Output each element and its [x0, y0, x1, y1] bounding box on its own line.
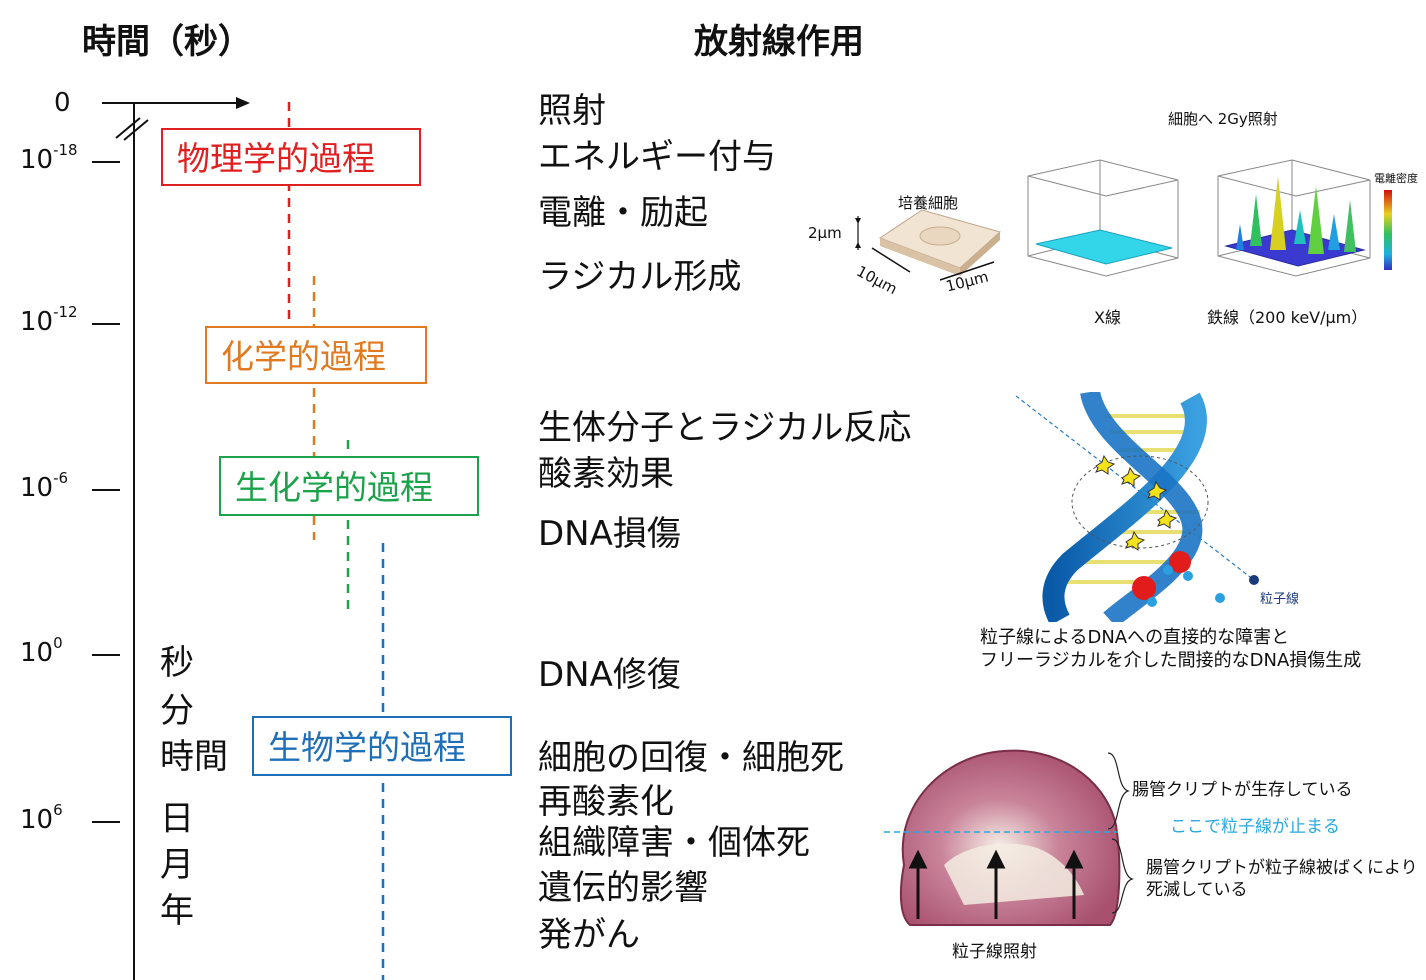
effect-irradiation: 照射 — [538, 91, 606, 131]
tick-label-1e-18: 10-18 — [20, 141, 78, 175]
fig1-title: 細胞へ 2Gy照射 — [1168, 110, 1278, 128]
unit-year: 年 — [160, 891, 194, 931]
physical-process-box: 物理学的過程 — [161, 128, 421, 186]
dna-caption-line1: 粒子線によるDNAへの直接的な障害と — [980, 627, 1290, 648]
fig1-xray-label: X線 — [1094, 308, 1121, 327]
fig1-height-label: 2μm — [808, 224, 842, 242]
unit-minute: 分 — [160, 691, 194, 731]
particle-label: 粒子線 — [1260, 592, 1300, 607]
dna-caption-line2: フリーラジカルを介した間接的なDNA損傷生成 — [980, 650, 1362, 671]
hydrogen-atom — [1163, 565, 1173, 575]
unit-hour: 時間 — [160, 737, 228, 777]
tick-label-zero: 0 — [54, 88, 71, 118]
dna-strand-front — [1042, 392, 1207, 622]
dead-label-2: 死滅している — [1146, 880, 1248, 900]
zero-arrow-head — [236, 97, 250, 109]
dna-figure — [1015, 392, 1259, 622]
effect-genetic: 遺伝的影響 — [538, 868, 708, 908]
iron-dose-base — [1224, 229, 1366, 267]
effect-oxygen: 酸素効果 — [538, 454, 674, 494]
effect-ionization: 電離・励起 — [538, 193, 708, 233]
oxygen-atom — [1169, 551, 1191, 573]
xray-dose-surface — [1035, 229, 1173, 265]
effect-energy-deposition: エネルギー付与 — [538, 137, 776, 177]
particle-track — [1015, 395, 1255, 581]
unit-day: 日 — [160, 799, 194, 839]
biological-process-box: 生物学的過程 — [252, 716, 512, 776]
particle-dot — [1249, 575, 1259, 585]
damage-region — [1071, 455, 1209, 549]
ionization-colorbar — [1384, 190, 1392, 270]
tissue-figure — [884, 749, 1134, 926]
tick-label-1e-12: 10-12 — [20, 303, 78, 337]
tick-label-1e0: 100 — [20, 634, 63, 668]
effect-cell-death: 細胞の回復・細胞死 — [538, 738, 844, 778]
dead-label-1: 腸管クリプトが粒子線被ばくにより — [1146, 858, 1418, 878]
survive-brace — [1107, 752, 1130, 830]
effect-tissue-damage: 組織障害・個体死 — [538, 823, 810, 863]
effect-radical-reaction: 生体分子とラジカル反応 — [538, 408, 912, 448]
survive-label: 腸管クリプトが生存している — [1132, 780, 1353, 800]
radiation-effect-title: 放射線作用 — [694, 22, 864, 62]
dead-brace — [1111, 838, 1134, 914]
axis-break-1 — [115, 117, 141, 139]
effect-dna-damage: DNA損傷 — [538, 514, 681, 554]
irradiation-arrows — [908, 849, 1084, 919]
unit-second: 秒 — [160, 643, 194, 683]
tick-label-1e-6: 10-6 — [20, 469, 69, 503]
axis-break-2 — [123, 119, 149, 141]
effect-dna-repair: DNA修復 — [538, 655, 681, 695]
hydrogen-atom — [1147, 597, 1157, 607]
effect-radical-formation: ラジカル形成 — [538, 257, 742, 297]
fig1-colorbar-label: 電離密度 — [1374, 172, 1418, 185]
unit-month: 月 — [160, 845, 194, 885]
time-axis-title: 時間（秒） — [82, 22, 252, 62]
fig1-iron-label: 鉄線（200 keV/μm） — [1207, 308, 1368, 327]
beam-stop-label: ここで粒子線が止まる — [1170, 817, 1340, 837]
hydrogen-atom — [1215, 593, 1225, 603]
effect-cancer: 発がん — [538, 915, 640, 955]
cultured-cell-icon — [878, 209, 1002, 276]
radical-stars — [1095, 454, 1178, 551]
iron-dose-plot — [1217, 159, 1371, 277]
hydrogen-atom — [1183, 571, 1193, 581]
biochemical-process-box: 生化学的過程 — [219, 456, 479, 516]
fig1-cell-label: 培養細胞 — [898, 194, 959, 212]
tick-label-1e6: 106 — [20, 801, 63, 835]
oxygen-atom — [1132, 576, 1156, 600]
fig1-graphics — [855, 159, 1392, 281]
irradiation-label: 粒子線照射 — [952, 942, 1037, 962]
chemical-process-box: 化学的過程 — [205, 326, 427, 384]
iron-dose-peaks — [1236, 176, 1356, 254]
effect-reoxygenation: 再酸素化 — [538, 782, 674, 822]
